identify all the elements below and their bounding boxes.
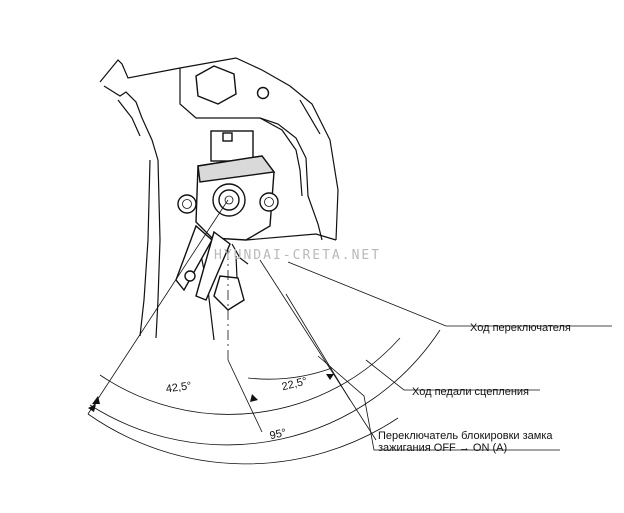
label-clutch-pedal-stroke: Ход педали сцепления [412, 386, 529, 398]
pedal-arm [139, 159, 239, 341]
watermark: HYUNDAI-CRETA.NET [214, 248, 381, 263]
label-ignition-lock-line1: Переключатель блокировки замка [378, 430, 553, 442]
arm-pin [184, 270, 196, 282]
angle-label-22-5: 22,5° [281, 375, 309, 393]
leader-lines [287, 261, 612, 451]
clutch-switch [175, 130, 337, 311]
mounting-bolt-left [177, 194, 197, 214]
actuator-stop [213, 275, 245, 311]
bracket-hole [256, 86, 270, 100]
pedal-bracket [99, 57, 339, 241]
angle-label-95: 95° [269, 427, 288, 442]
hex-nut [195, 65, 237, 105]
angle-label-42-5: 42,5° [165, 380, 192, 395]
angle-arcs [87, 199, 441, 465]
actuator-arm-2 [195, 230, 231, 301]
label-switch-stroke: Ход переключателя [470, 322, 571, 334]
label-ignition-lock-line2: зажигания OFF → ON (A) [378, 442, 507, 454]
mounting-bolt-right [259, 192, 279, 212]
